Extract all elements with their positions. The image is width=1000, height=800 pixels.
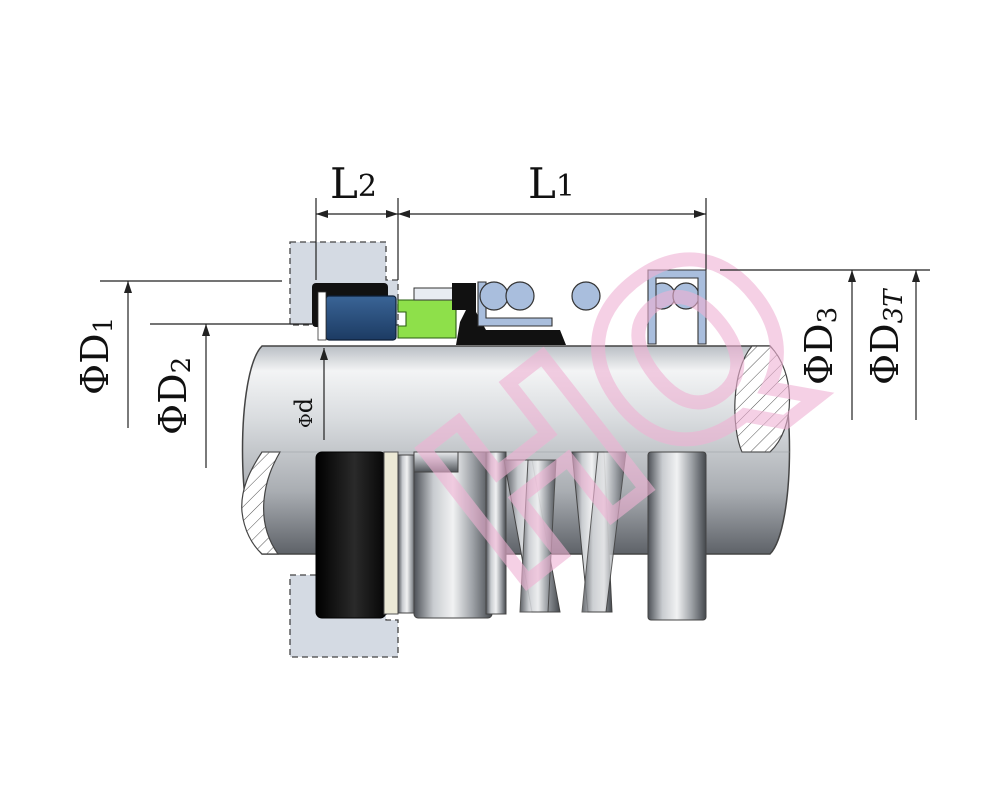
svg-text:L1: L1	[528, 159, 575, 208]
bellows-elastomer	[452, 283, 566, 345]
spring-coil-section	[571, 281, 601, 311]
shaft-left-section-hatch	[241, 451, 282, 555]
seat-face-exterior	[383, 451, 399, 615]
spring-coil-section	[479, 281, 509, 311]
svg-text:ΦD1: ΦD1	[73, 317, 119, 395]
label-d: Φd	[290, 398, 318, 428]
svg-text:ΦD3T: ΦD3T	[863, 288, 909, 385]
svg-text:ΦD2: ΦD2	[151, 357, 197, 435]
spring-coil-section	[505, 281, 535, 311]
dimension-lines	[100, 198, 930, 468]
drive-collar	[647, 269, 707, 345]
drive-collar-exterior	[647, 451, 707, 621]
label-D1: ΦD1	[73, 317, 119, 395]
rotating-face	[397, 299, 457, 339]
label-D2: ΦD2	[151, 357, 197, 435]
svg-text:L2: L2	[330, 159, 377, 208]
seal-exterior-view	[315, 451, 707, 621]
label-L2: L2	[330, 159, 377, 208]
seat-cup-exterior	[315, 451, 387, 619]
svg-text:ΦD3: ΦD3	[797, 307, 843, 385]
label-D3: ΦD3	[797, 307, 843, 385]
svg-text:Φd: Φd	[290, 398, 318, 428]
seal-section-view	[312, 269, 707, 345]
stationary-seat	[325, 295, 397, 341]
label-D3T: ΦD3T	[863, 288, 909, 385]
label-L1: L1	[528, 159, 575, 208]
